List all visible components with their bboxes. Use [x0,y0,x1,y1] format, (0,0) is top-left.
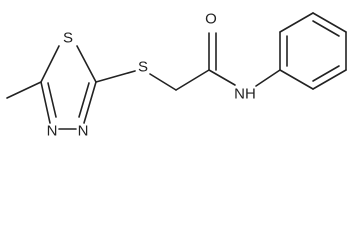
bond-methyl-c [6,81,42,99]
bond-c5-s1 [40,45,60,83]
bond-ph-c3-c4-inner [312,20,340,37]
bond-ch2-carbonyl [175,69,210,91]
bond-c2-n3-double [78,82,90,118]
atom-label-carbonyl-oxygen: O [205,11,217,28]
atom-label-ring-nitrogen-left: N [47,123,58,140]
bond-c2-n3 [83,81,97,124]
atom-label-thiadiazole-sulfur: S [63,30,73,47]
bond-s1-c2 [76,45,97,83]
bond-ph-c6-c1 [279,69,314,90]
atom-label-thioether-sulfur: S [138,59,148,76]
atom-label-ring-nitrogen-right: N [78,123,89,140]
bond-lines [6,12,347,130]
bond-n4-c5-double [47,82,57,118]
bond-n4-c5 [40,81,51,124]
bond-ph-c5-c6 [312,69,347,90]
chemical-structure-diagram: S S O NH N N [6,11,347,140]
bond-ph-c2-c3 [279,12,314,33]
bond-carbonyl-n [208,69,236,86]
bond-n-phenyl [255,69,281,87]
bond-s-ch2 [149,73,177,91]
bond-c2-s-thioether [95,70,136,83]
bond-ph-c3-c4 [312,12,347,33]
bond-ph-c5-c6-inner [312,65,340,82]
atom-label-amide-nitrogen: NH [234,86,256,103]
atom-labels: S S O NH N N [47,11,256,140]
